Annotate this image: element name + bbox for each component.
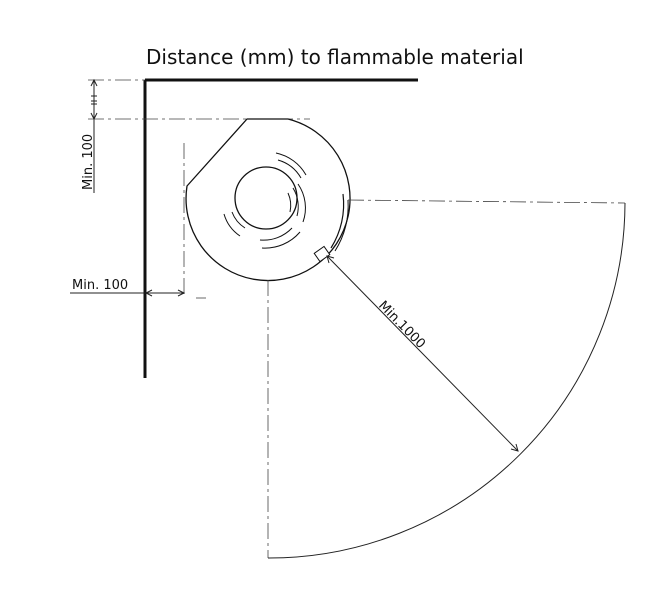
vent-slot	[277, 159, 302, 179]
arrow-front-end	[510, 443, 519, 452]
dimension-line-front	[326, 255, 519, 452]
arrow-front-start	[326, 255, 335, 264]
sector-edge-top	[347, 199, 626, 204]
vent-slot	[231, 211, 246, 229]
vent-slot	[275, 152, 307, 176]
arrow-side-right	[177, 289, 186, 297]
vent-slot	[261, 231, 301, 249]
label-min-front: Min.1000	[375, 298, 428, 352]
vent-slot	[223, 213, 241, 237]
front-clearance-dimension: Min.1000	[326, 255, 519, 452]
stove-front-edge	[330, 193, 345, 249]
flue-outlet	[234, 166, 298, 230]
wall-corner	[143, 78, 418, 378]
stove-top-view	[185, 118, 351, 282]
arrow-top-up	[90, 78, 98, 87]
vent-slot	[297, 183, 306, 223]
label-min-side: Min. 100	[72, 278, 128, 293]
top-clearance-dimension: Min. 100	[81, 78, 310, 193]
sector-arc	[267, 202, 626, 559]
vent-slot	[292, 187, 299, 217]
door-handle	[313, 245, 331, 263]
diagram-title: Distance (mm) to flammable material	[146, 45, 524, 69]
side-clearance-dimension: Min. 100	[70, 143, 206, 299]
arrow-side-left	[144, 289, 153, 297]
vent-slot	[259, 227, 293, 241]
stove-door-edge	[334, 199, 349, 252]
vent-slot	[287, 192, 292, 213]
label-min-top: Min. 100	[81, 134, 96, 190]
front-clearance-sector	[267, 199, 626, 559]
vent-slots	[223, 152, 307, 249]
